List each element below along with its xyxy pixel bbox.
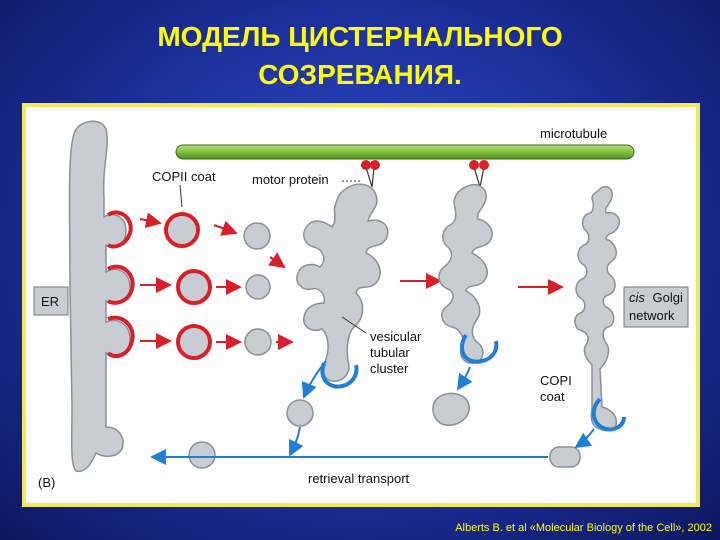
citation: Alberts B. et al «Molecular Biology of t… [455,522,712,534]
cis-golgi-label-line1: cis Golgi [629,290,683,305]
copii-vesicle-2 [178,271,210,303]
uncoated-vesicle-3 [245,329,271,355]
retrograde-vesicle-4 [550,447,580,467]
motor-protein-label: motor protein [252,172,329,187]
copi-label: COPI [540,373,572,388]
figure-panel: microtubule motor protein ER COPII coat [22,103,700,507]
golgi-label: Golgi [653,290,683,305]
cis-label: cis [629,290,645,305]
retrieval-arrow-3 [576,429,594,447]
motor-protein-2 [469,160,489,187]
copii-vesicle-1 [166,214,198,246]
microtubule-label: microtubule [540,126,607,141]
microtubule [176,145,634,159]
motor-protein-1 [361,160,380,187]
panel-letter: (B) [38,475,55,490]
forward-arrow-7 [270,257,284,267]
forward-arrow-1 [140,219,160,223]
cluster-label: cluster [370,361,409,376]
retrieval-transport-label: retrieval transport [308,471,410,486]
copii-coat-label: COPII coat [152,169,216,184]
network-label: network [629,308,675,323]
uncoated-vesicle-1 [244,223,270,249]
cis-golgi-network [575,187,619,431]
title-line-2: СОЗРЕВАНИЯ. [0,56,720,94]
retrograde-vesicle-3 [189,442,215,468]
er-label: ER [41,294,59,309]
retrieval-arrow-2 [458,367,470,389]
retrograde-vesicle-1 [287,400,313,426]
retrograde-vesicle-2 [433,393,469,425]
coat-label: coat [540,389,565,404]
cisternal-maturation-diagram: microtubule motor protein ER COPII coat [26,107,696,503]
uncoated-vesicle-2 [246,275,270,299]
tubular-label: tubular [370,345,410,360]
er-membrane [70,121,131,471]
vesicular-label: vesicular [370,329,422,344]
title-line-1: МОДЕЛЬ ЦИСТЕРНАЛЬНОГО [0,18,720,56]
slide-title: МОДЕЛЬ ЦИСТЕРНАЛЬНОГО СОЗРЕВАНИЯ. [0,18,720,94]
retrieval-arrow-4 [290,427,300,455]
forward-arrow-4 [214,225,236,233]
copii-vesicle-3 [178,326,210,358]
